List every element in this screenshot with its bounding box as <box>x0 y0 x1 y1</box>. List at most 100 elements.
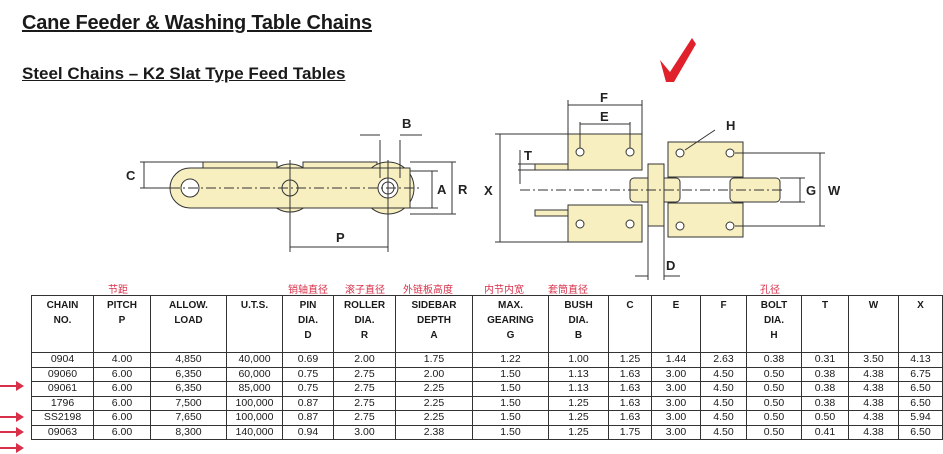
cn-sidebar-depth: 外链板高度 <box>403 285 453 296</box>
header-line: PIN <box>299 300 317 311</box>
table-cell: 1.25 <box>548 424 609 440</box>
table-cell: 1.50 <box>472 424 549 440</box>
table-cell: 1.75 <box>395 352 473 368</box>
column-header: U.T.S. <box>226 295 283 353</box>
header-line: CHAIN <box>46 300 79 311</box>
table-cell: 4.38 <box>848 381 899 397</box>
table-cell: 3.00 <box>651 410 701 426</box>
table-cell: 2.75 <box>333 410 396 426</box>
table-cell: 1.63 <box>608 410 652 426</box>
table-cell: 1.00 <box>548 352 609 368</box>
table-cell: 0904 <box>31 352 94 368</box>
table-cell: 6.00 <box>93 410 151 426</box>
table-cell: 1.63 <box>608 366 652 382</box>
cn-max-gearing: 内节内宽 <box>484 285 524 296</box>
header-line: ROLLER <box>343 300 386 311</box>
header-line: MAX. <box>498 300 523 311</box>
label-x: X <box>484 183 493 198</box>
header-line: DIA. <box>568 315 589 326</box>
table-cell: 100,000 <box>226 395 283 411</box>
header-line: LOAD <box>174 315 203 326</box>
cn-bolt-dia: 孔径 <box>760 285 780 296</box>
table-cell: 3.00 <box>333 424 396 440</box>
header-line: T <box>821 300 829 311</box>
table-cell: SS2198 <box>31 410 94 426</box>
table-cell: 0.87 <box>282 395 334 411</box>
page-title: Cane Feeder & Washing Table Chains <box>22 12 372 34</box>
label-b: B <box>402 116 411 131</box>
table-cell: 0.50 <box>746 395 802 411</box>
header-line: D <box>304 330 312 341</box>
column-header: T <box>801 295 849 353</box>
cn-roller-dia: 滚子直径 <box>345 285 385 296</box>
table-cell: 1.22 <box>472 352 549 368</box>
column-header: F <box>700 295 747 353</box>
table-cell: 1.63 <box>608 381 652 397</box>
table-cell: 6.00 <box>93 366 151 382</box>
header-line: DIA. <box>764 315 784 326</box>
table-cell: 0.50 <box>801 410 849 426</box>
table-cell: 6,350 <box>150 381 227 397</box>
table-cell: 0.75 <box>282 381 334 397</box>
table-cell: 2.00 <box>395 366 473 382</box>
label-r: R <box>458 182 468 197</box>
table-cell: 4.38 <box>848 424 899 440</box>
table-cell: 4.13 <box>898 352 943 368</box>
table-cell: 6,350 <box>150 366 227 382</box>
table-cell: 09063 <box>31 424 94 440</box>
table-cell: 0.41 <box>801 424 849 440</box>
label-g: G <box>806 183 816 198</box>
table-cell: 1.63 <box>608 395 652 411</box>
column-header: CHAIN NO. <box>31 295 94 353</box>
table-cell: 2.63 <box>700 352 747 368</box>
cn-pin-dia: 销轴直径 <box>288 285 328 296</box>
header-line: H <box>770 330 778 341</box>
table-cell: 1.25 <box>608 352 652 368</box>
table-cell: 0.38 <box>801 395 849 411</box>
table-cell: 1.25 <box>548 395 609 411</box>
table-cell: 0.94 <box>282 424 334 440</box>
red-arrow-icon <box>0 380 24 391</box>
cn-bush-dia: 套筒直径 <box>548 285 588 296</box>
table-cell: 6.50 <box>898 381 943 397</box>
table-cell: 0.38 <box>746 352 802 368</box>
table-cell: 0.50 <box>746 410 802 426</box>
header-line: NO. <box>53 315 72 326</box>
table-cell: 40,000 <box>226 352 283 368</box>
table-cell: 1.50 <box>472 410 549 426</box>
header-line: R <box>360 330 369 341</box>
table-cell: 0.50 <box>746 381 802 397</box>
table-cell: 6.00 <box>93 395 151 411</box>
table-cell: 100,000 <box>226 410 283 426</box>
label-t: T <box>524 148 532 163</box>
column-header: C <box>608 295 652 353</box>
table-cell: 1.50 <box>472 395 549 411</box>
header-line: B <box>574 330 583 341</box>
column-header: ALLOW.LOAD <box>150 295 227 353</box>
table-cell: 0.38 <box>801 381 849 397</box>
label-p: P <box>336 230 345 245</box>
table-cell: 1.50 <box>472 381 549 397</box>
table-cell: 3.50 <box>848 352 899 368</box>
table-cell: 1.75 <box>608 424 652 440</box>
column-header: E <box>651 295 701 353</box>
table-cell: 2.75 <box>333 381 396 397</box>
header-line: C <box>626 300 634 311</box>
header-line: W <box>868 300 879 311</box>
table-cell: 3.00 <box>651 424 701 440</box>
table-cell: 4.38 <box>848 395 899 411</box>
table-cell: 4.50 <box>700 424 747 440</box>
table-cell: 2.25 <box>395 410 473 426</box>
red-arrow-icon <box>0 443 24 453</box>
table-cell: 09061 <box>31 381 94 397</box>
